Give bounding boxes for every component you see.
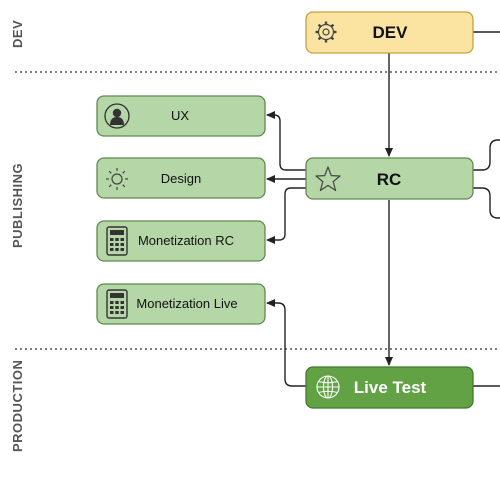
arrow-rc-to-ux — [266, 111, 306, 171]
arrow-rc-to-monetization-rc — [266, 187, 306, 244]
edge-rc-exit-lower-right — [473, 187, 500, 219]
connectors — [266, 31, 500, 387]
user-icon — [104, 103, 130, 129]
node-monetization-live[interactable]: Monetization Live — [96, 283, 266, 325]
node-rc[interactable]: RC — [305, 157, 474, 200]
lane-label-publishing: PUBLISHING — [10, 163, 25, 248]
node-ux[interactable]: UX — [96, 95, 266, 137]
node-live-test[interactable]: Live Test — [305, 366, 474, 409]
lane-label-production: PRODUCTION — [10, 360, 25, 452]
node-design[interactable]: Design — [96, 157, 266, 199]
star-icon — [315, 166, 341, 192]
arrow-live-test-to-monetization-live — [266, 299, 306, 387]
node-monetization-rc[interactable]: Monetization RC — [96, 220, 266, 262]
node-dev[interactable]: DEV — [305, 11, 474, 54]
calculator-icon — [106, 289, 128, 319]
gear-icon — [315, 21, 337, 43]
globe-icon — [316, 375, 340, 399]
calculator-icon — [106, 226, 128, 256]
edge-rc-exit-upper-right — [473, 139, 500, 171]
node-monetization-live-label: Monetization Live — [136, 296, 237, 311]
node-ux-label: UX — [171, 108, 189, 123]
node-rc-label: RC — [377, 170, 402, 189]
node-dev-label: DEV — [373, 23, 409, 42]
sun-icon — [106, 168, 128, 190]
lane-label-dev: DEV — [10, 20, 25, 48]
node-design-label: Design — [161, 171, 201, 186]
node-live-test-label: Live Test — [354, 378, 427, 397]
node-monetization-rc-label: Monetization RC — [138, 233, 234, 248]
